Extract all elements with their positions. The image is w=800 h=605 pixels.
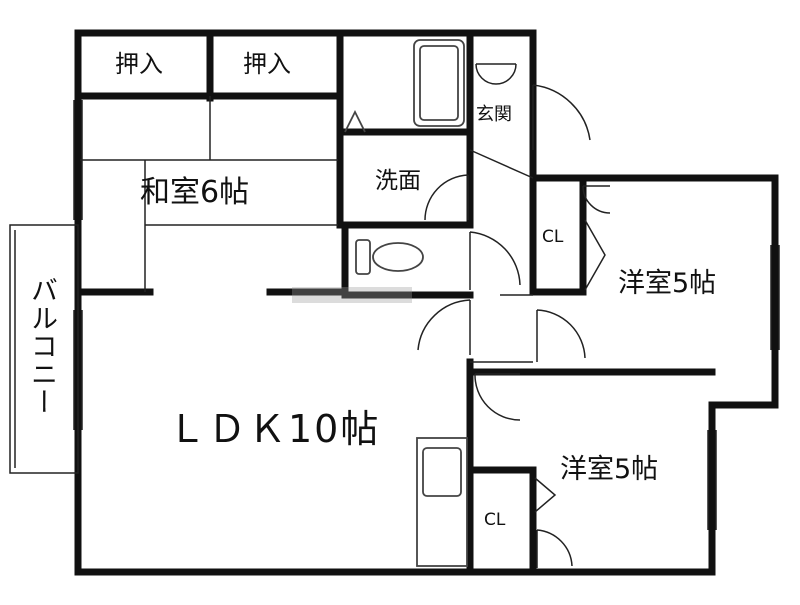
toilet-door (469, 231, 521, 290)
kitchen-counter (416, 437, 468, 567)
kitchen-sink (422, 447, 462, 497)
bathtub (413, 39, 465, 127)
yoshitsu-1-label: 洋室5帖 (618, 268, 717, 299)
ldk-door (417, 299, 471, 355)
genkan-doors (475, 63, 517, 85)
closet1-door (582, 185, 611, 214)
fixtures (344, 39, 468, 567)
yoshitsu-2-label: 洋室5帖 (560, 454, 659, 485)
genkan-label: 玄関 (476, 104, 512, 125)
closet2-door (536, 529, 573, 568)
oshiire-1-label: 押入 (115, 50, 163, 78)
senmen-door (424, 174, 469, 221)
yoshitsu1-door (536, 309, 586, 362)
washitsu-label: 和室6帖 (140, 175, 250, 210)
water-heater-mark (344, 109, 366, 133)
entrance-door (532, 84, 591, 150)
balcony-label: バルコニー (26, 276, 57, 416)
watermark (292, 287, 412, 303)
yoshitsu2-door (474, 373, 521, 421)
senmen-label: 洗面 (375, 168, 421, 194)
ldk-label: ＬＤＫ10帖 (168, 407, 381, 451)
thin-lines (9, 96, 780, 530)
toilet-bowl (372, 242, 424, 272)
oshiire-2-label: 押入 (243, 50, 291, 78)
toilet-tank (355, 239, 371, 275)
balcony-outline (9, 224, 79, 474)
doors (417, 63, 611, 568)
closet-1-label: CL (542, 227, 564, 247)
closet-2-label: CL (484, 510, 506, 530)
closet-folds (534, 219, 606, 513)
walls (74, 29, 779, 576)
outer-wall (74, 29, 779, 576)
